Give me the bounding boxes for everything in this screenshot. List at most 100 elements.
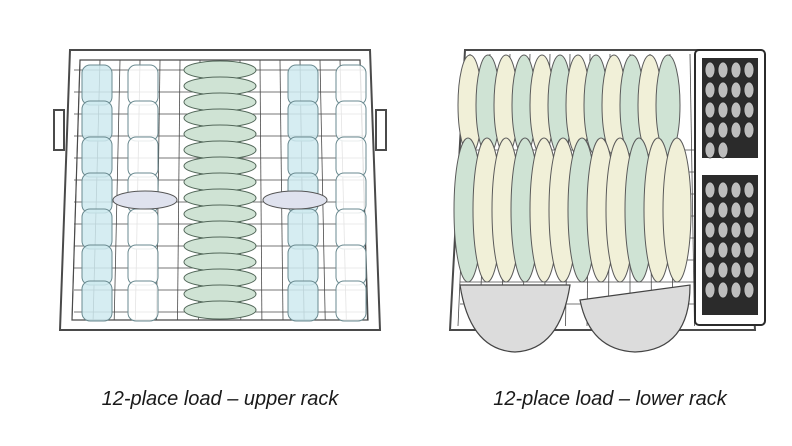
utensil — [743, 101, 755, 119]
utensil — [730, 261, 742, 279]
glass — [81, 64, 113, 106]
lower-rack-panel: 12-place load – lower rack — [440, 0, 780, 446]
glass — [127, 244, 159, 286]
utensil — [743, 261, 755, 279]
utensil — [730, 81, 742, 99]
bowl — [183, 204, 257, 224]
glass — [287, 280, 319, 322]
utensil — [717, 241, 729, 259]
silverware-basket — [694, 49, 766, 326]
glass — [81, 244, 113, 286]
glass — [335, 64, 367, 106]
utensil — [730, 61, 742, 79]
utensil — [704, 241, 716, 259]
bowl-left — [459, 284, 571, 353]
glass — [335, 244, 367, 286]
glass — [287, 136, 319, 178]
utensil — [743, 201, 755, 219]
utensil — [730, 201, 742, 219]
bowl — [183, 60, 257, 80]
utensil — [743, 221, 755, 239]
utensil — [717, 61, 729, 79]
bowl — [183, 268, 257, 288]
utensil — [743, 241, 755, 259]
bowl-stack — [112, 60, 328, 320]
bowl — [183, 108, 257, 128]
glass — [81, 172, 113, 214]
utensil — [717, 181, 729, 199]
glass — [127, 136, 159, 178]
utensil — [743, 281, 755, 299]
utensil — [743, 181, 755, 199]
utensil — [704, 101, 716, 119]
bowl — [183, 140, 257, 160]
utensil — [743, 81, 755, 99]
bowl — [183, 284, 257, 304]
utensil — [717, 261, 729, 279]
utensil — [717, 81, 729, 99]
utensil — [704, 61, 716, 79]
plates-group — [453, 54, 692, 353]
upper-rack-panel: 12-place load – upper rack — [40, 0, 400, 446]
utensil — [704, 181, 716, 199]
utensil — [717, 141, 729, 159]
glass — [335, 136, 367, 178]
glass — [127, 280, 159, 322]
glass — [127, 100, 159, 142]
bowl — [183, 300, 257, 320]
glass — [127, 208, 159, 250]
lower-rack-caption: 12-place load – lower rack — [493, 388, 727, 410]
glass — [127, 64, 159, 106]
glass — [335, 280, 367, 322]
utensil — [730, 121, 742, 139]
utensil — [704, 201, 716, 219]
utensil — [717, 281, 729, 299]
right-handle — [375, 109, 387, 151]
lower-rack-illustration — [448, 49, 766, 353]
bowl-right — [579, 284, 691, 353]
utensil — [730, 181, 742, 199]
bowl — [183, 76, 257, 96]
utensil — [717, 201, 729, 219]
glass — [287, 64, 319, 106]
bowl — [183, 252, 257, 272]
bowl — [183, 236, 257, 256]
glass — [287, 100, 319, 142]
utensil — [730, 241, 742, 259]
bowl — [183, 172, 257, 192]
bowl — [183, 92, 257, 112]
saucer-left — [112, 190, 178, 210]
bowl — [183, 124, 257, 144]
utensil — [730, 221, 742, 239]
glass — [287, 244, 319, 286]
saucer-right — [262, 190, 328, 210]
glass — [335, 208, 367, 250]
glass — [335, 172, 367, 214]
glass — [287, 208, 319, 250]
utensil — [743, 121, 755, 139]
utensil — [717, 121, 729, 139]
bowl — [183, 220, 257, 240]
plate — [662, 137, 692, 283]
utensil — [704, 281, 716, 299]
glass — [81, 208, 113, 250]
utensil — [704, 141, 716, 159]
bowl — [183, 156, 257, 176]
utensil — [704, 81, 716, 99]
glass — [335, 100, 367, 142]
bowl — [183, 188, 257, 208]
utensil — [717, 101, 729, 119]
left-handle — [53, 109, 65, 151]
upper-rack-illustration — [53, 49, 387, 331]
utensil — [730, 281, 742, 299]
glass — [81, 100, 113, 142]
utensil — [730, 101, 742, 119]
utensil — [704, 221, 716, 239]
glass — [81, 136, 113, 178]
utensil — [704, 261, 716, 279]
utensil — [743, 61, 755, 79]
glass — [81, 280, 113, 322]
glasses-group — [81, 64, 367, 322]
utensil — [717, 221, 729, 239]
utensil — [704, 121, 716, 139]
